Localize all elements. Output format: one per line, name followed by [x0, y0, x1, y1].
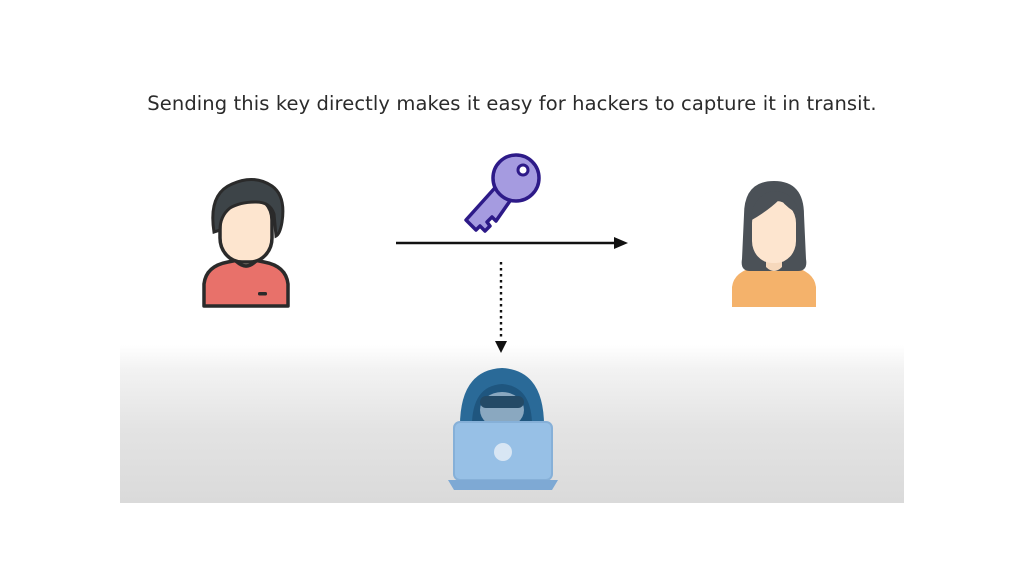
key-icon	[458, 150, 546, 236]
slide-caption: Sending this key directly makes it easy …	[147, 92, 877, 115]
receiver-woman-icon	[724, 175, 824, 309]
interception-arrow	[493, 260, 509, 356]
sender-man-icon	[196, 172, 296, 310]
hooded-hacker-laptop-icon	[448, 360, 558, 494]
transmission-arrow	[394, 236, 630, 250]
